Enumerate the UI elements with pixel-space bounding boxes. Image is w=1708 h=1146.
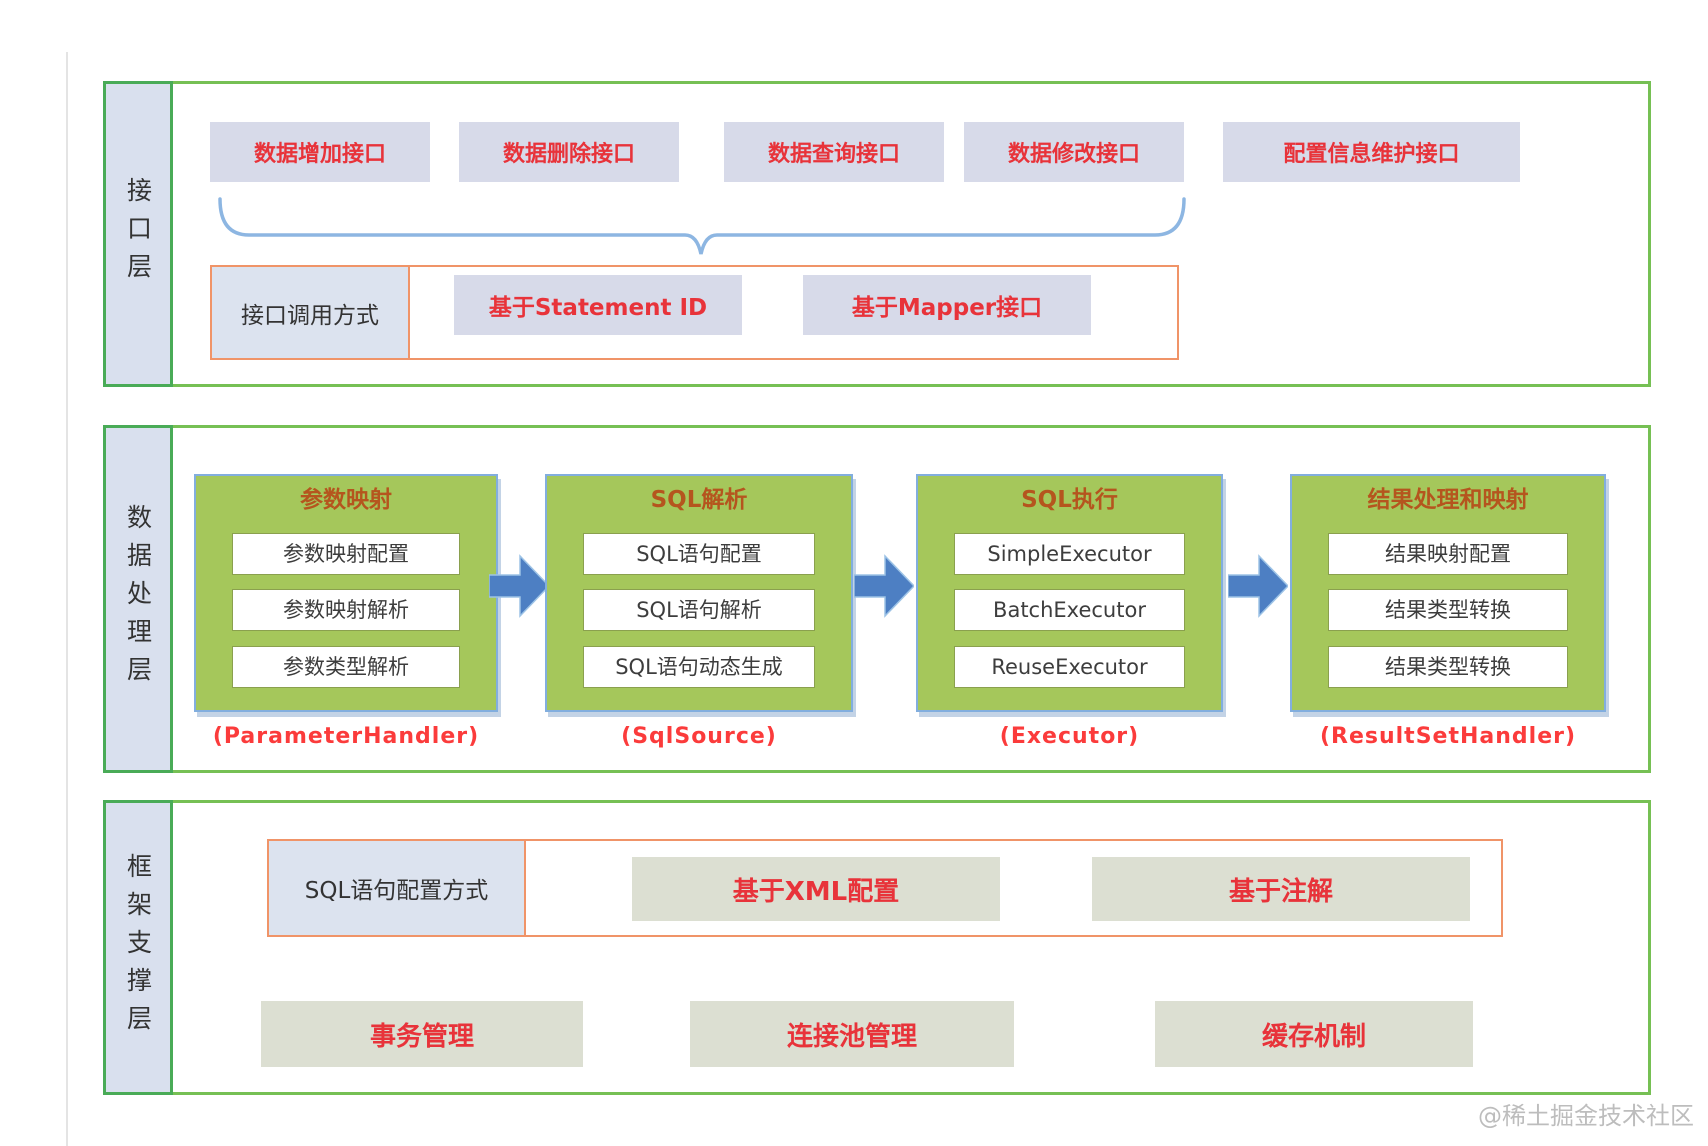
api-button-data-insert: 数据增加接口 — [210, 122, 430, 182]
layer-interface-label: 接口层 — [123, 177, 153, 291]
module-item: 结果映射配置 — [1328, 532, 1568, 575]
module-sql-execution: SQL执行 SimpleExecutor BatchExecutor Reuse… — [916, 474, 1223, 712]
module-item: 参数映射解析 — [232, 589, 460, 631]
module-item-list: SQL语句配置 SQL语句解析 SQL语句动态生成 — [583, 518, 815, 710]
layer-processing: 数据处理层 参数映射 参数映射配置 参数映射解析 参数类型解析 SQL解析 SQ… — [103, 425, 1651, 773]
page-left-edge-line — [66, 52, 68, 1146]
call-method-label: 接口调用方式 — [212, 267, 410, 358]
api-button-data-update: 数据修改接口 — [964, 122, 1184, 182]
call-method-option-statement-id: 基于Statement ID — [454, 275, 742, 335]
layer-support-label: 框架支撑层 — [123, 852, 153, 1043]
watermark: @稀土掘金技术社区 — [1478, 1102, 1694, 1130]
sql-config-option-annotation: 基于注解 — [1092, 857, 1470, 921]
layer-interface-sidebar: 接口层 — [103, 81, 173, 387]
module-item: SQL语句动态生成 — [583, 645, 815, 688]
sql-config-box: SQL语句配置方式 基于XML配置 基于注解 — [267, 839, 1503, 937]
call-method-option-mapper: 基于Mapper接口 — [803, 275, 1091, 335]
curly-brace-icon — [218, 197, 1186, 255]
module-item: SimpleExecutor — [954, 532, 1185, 575]
handler-label-parameterhandler: (ParameterHandler) — [212, 724, 480, 749]
module-sql-parsing: SQL解析 SQL语句配置 SQL语句解析 SQL语句动态生成 — [545, 474, 853, 712]
module-item: ReuseExecutor — [954, 645, 1185, 688]
module-item: 参数类型解析 — [232, 645, 460, 688]
api-button-data-delete: 数据删除接口 — [459, 122, 679, 182]
module-title: 结果处理和映射 — [1367, 487, 1529, 513]
flow-arrow-icon — [489, 554, 549, 618]
sql-config-option-xml: 基于XML配置 — [632, 857, 1000, 921]
module-parameter-mapping: 参数映射 参数映射配置 参数映射解析 参数类型解析 — [194, 474, 498, 712]
flow-arrow-icon — [854, 554, 914, 618]
module-title: 参数映射 — [300, 487, 392, 513]
module-result-handling: 结果处理和映射 结果映射配置 结果类型转换 结果类型转换 — [1290, 474, 1606, 712]
layer-interface: 接口层 数据增加接口 数据删除接口 数据查询接口 数据修改接口 配置信息维护接口… — [103, 81, 1651, 387]
module-title: SQL执行 — [1021, 487, 1118, 513]
handler-label-executor: (Executor) — [999, 724, 1140, 749]
module-item: 结果类型转换 — [1328, 645, 1568, 688]
module-item: SQL语句配置 — [583, 532, 815, 575]
api-button-data-query: 数据查询接口 — [724, 122, 944, 182]
module-item-list: SimpleExecutor BatchExecutor ReuseExecut… — [954, 518, 1185, 710]
module-item: 结果类型转换 — [1328, 589, 1568, 631]
layer-support: 框架支撑层 SQL语句配置方式 基于XML配置 基于注解 事务管理 连接池管理 … — [103, 800, 1651, 1095]
layer-processing-sidebar: 数据处理层 — [103, 425, 173, 773]
support-button-cache: 缓存机制 — [1155, 1001, 1473, 1067]
call-method-box: 接口调用方式 基于Statement ID 基于Mapper接口 — [210, 265, 1179, 360]
support-button-connection-pool: 连接池管理 — [690, 1001, 1014, 1067]
api-button-config-maintenance: 配置信息维护接口 — [1223, 122, 1520, 182]
module-title: SQL解析 — [650, 487, 748, 513]
module-item: BatchExecutor — [954, 589, 1185, 631]
module-item-list: 结果映射配置 结果类型转换 结果类型转换 — [1328, 518, 1568, 710]
support-button-transaction: 事务管理 — [261, 1001, 583, 1067]
module-item: SQL语句解析 — [583, 589, 815, 631]
flow-arrow-icon — [1228, 554, 1288, 618]
module-item-list: 参数映射配置 参数映射解析 参数类型解析 — [232, 518, 460, 710]
handler-label-sqlsource: (SqlSource) — [621, 724, 777, 749]
sql-config-label: SQL语句配置方式 — [269, 841, 526, 935]
layer-processing-label: 数据处理层 — [123, 504, 153, 694]
layer-support-sidebar: 框架支撑层 — [103, 800, 173, 1095]
module-item: 参数映射配置 — [232, 532, 460, 575]
handler-label-resultsethandler: (ResultSetHandler) — [1319, 724, 1577, 749]
